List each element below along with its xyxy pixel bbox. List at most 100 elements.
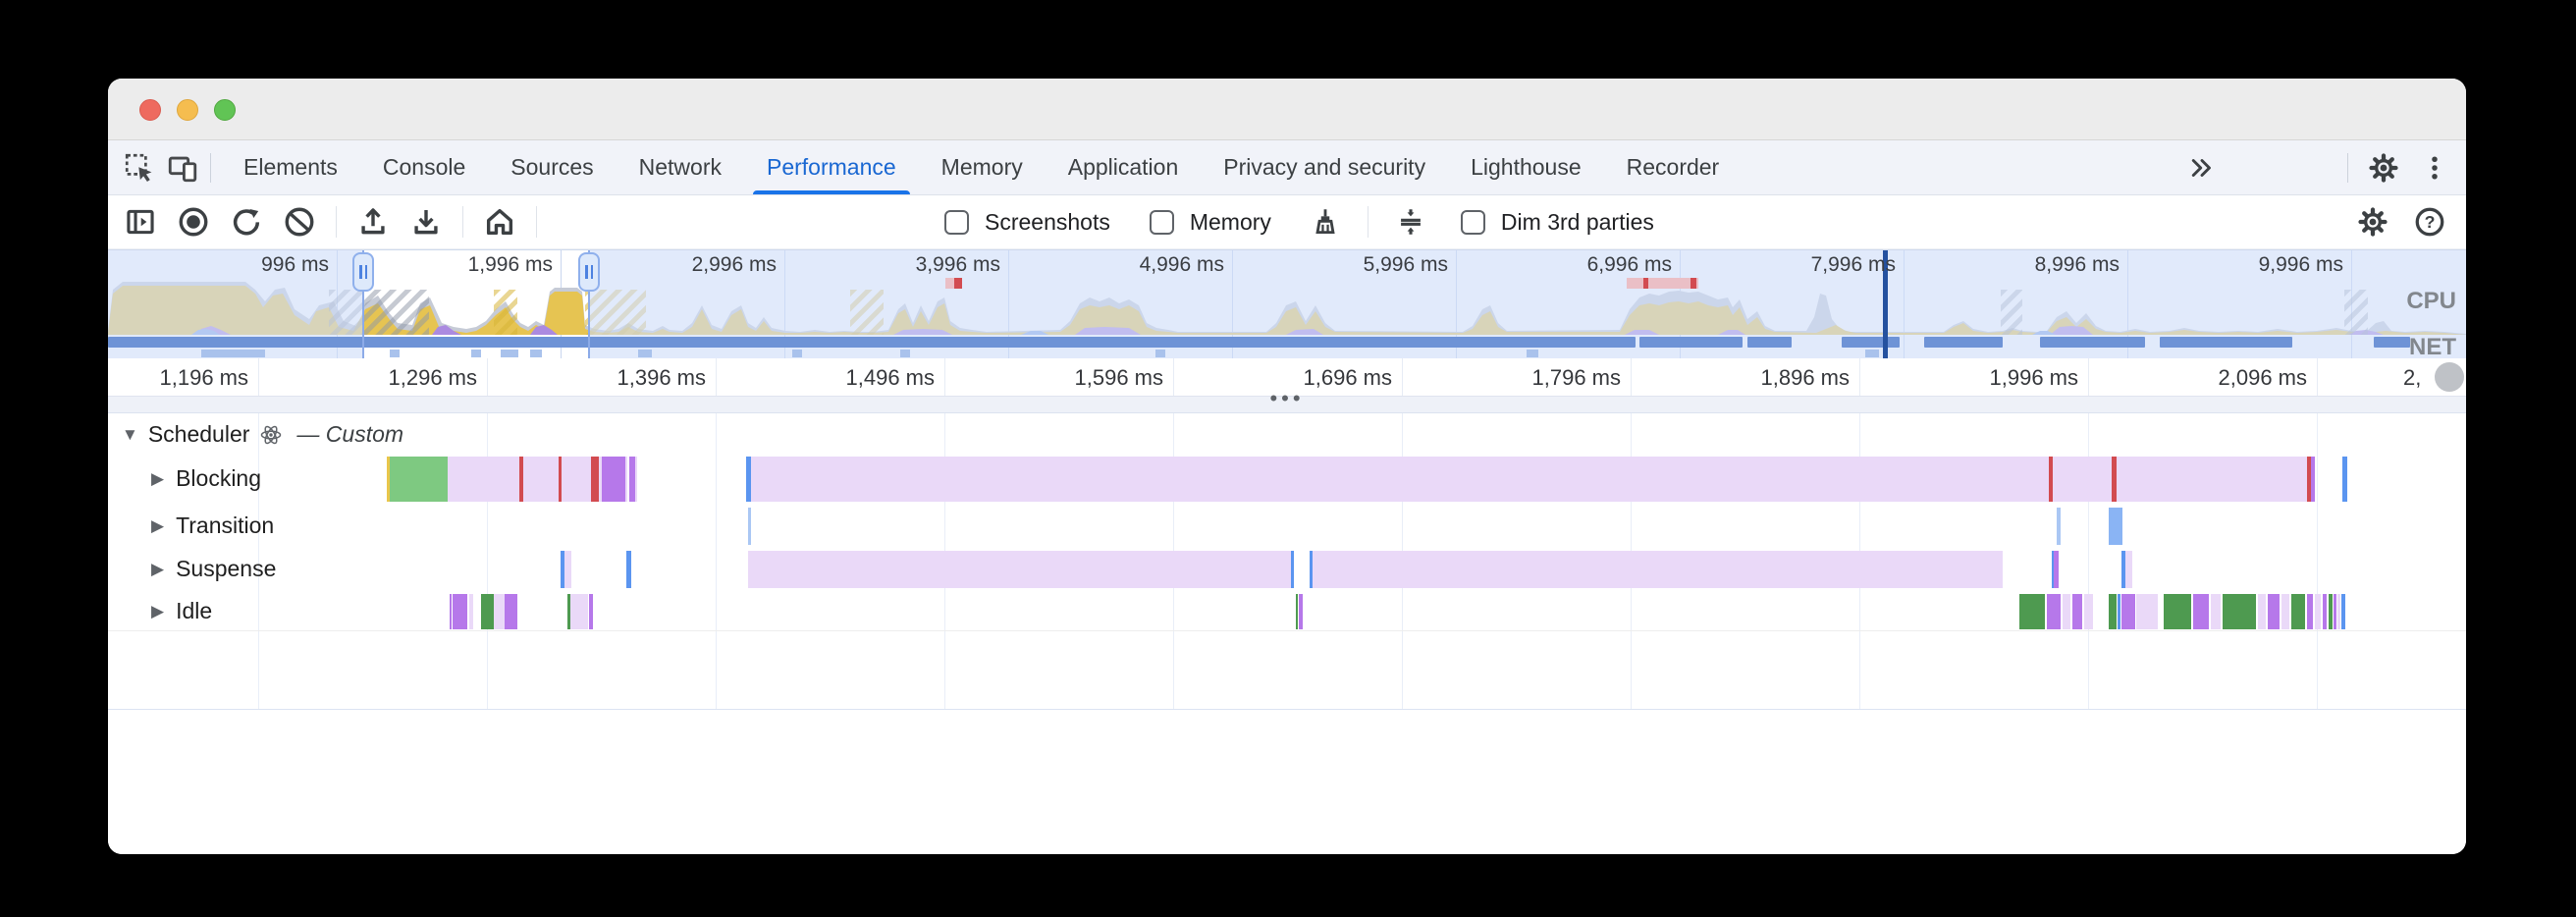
trace-segment: [2136, 594, 2158, 629]
trace-segment: [387, 457, 390, 502]
fit-view-icon[interactable]: [1394, 205, 1427, 239]
tab-lighthouse[interactable]: Lighthouse: [1471, 154, 1582, 180]
tab-elements[interactable]: Elements: [243, 154, 338, 180]
track-row-label-suspense[interactable]: ▶Suspense: [151, 556, 276, 582]
resizer-dots: •••: [1269, 386, 1305, 410]
selection-handle-line: [362, 250, 364, 358]
track-row-label-blocking[interactable]: ▶Blocking: [151, 465, 261, 492]
long-task-indicator: [945, 278, 954, 289]
track-bottom-line: [108, 630, 2466, 631]
net-activity-bar: [1639, 337, 1743, 348]
expand-arrow-icon[interactable]: ▶: [151, 468, 165, 488]
toolbar-divider: [336, 206, 337, 238]
playhead-marker[interactable]: [1883, 250, 1888, 358]
trace-segment: [1299, 594, 1303, 629]
trace-segment: [1296, 594, 1298, 629]
trace-segment: [2342, 457, 2347, 502]
trace-segment: [2047, 594, 2061, 629]
tab-sources[interactable]: Sources: [510, 154, 594, 180]
track-gridline: [487, 413, 488, 709]
ruler-tick: [1402, 358, 1403, 396]
trace-segment: [2057, 508, 2061, 545]
track-group-header[interactable]: ▼ Scheduler — Custom: [122, 421, 403, 448]
help-icon[interactable]: ?: [2413, 205, 2446, 239]
maximize-window-button[interactable]: [214, 99, 236, 121]
trace-segment: [519, 457, 523, 502]
overview-tick-label: 9,996 ms: [2258, 253, 2343, 276]
clear-icon[interactable]: [283, 205, 316, 239]
trace-segment: [2121, 594, 2135, 629]
close-window-button[interactable]: [139, 99, 161, 121]
ruler-tick: [1173, 358, 1174, 396]
tracks-area[interactable]: ▼ Scheduler — Custom ▶Blocking ▶Transitio…: [108, 413, 2466, 710]
long-task-indicator: [954, 278, 962, 289]
overview-tick-label: 7,996 ms: [1810, 253, 1896, 276]
tab-network[interactable]: Network: [638, 154, 722, 180]
track-row-label-transition[interactable]: ▶Transition: [151, 512, 274, 539]
ruler-tick: [716, 358, 717, 396]
reload-record-icon[interactable]: [230, 205, 263, 239]
capture-settings-gear-icon[interactable]: [2356, 205, 2389, 239]
track-row-label-idle[interactable]: ▶ Idle: [151, 598, 212, 624]
net-activity-bar: [2040, 337, 2145, 348]
ruler-label: 1,996 ms: [1989, 365, 2079, 390]
more-tabs-icon[interactable]: [2184, 150, 2220, 186]
trace-segment: [2118, 594, 2120, 629]
screenshots-checkbox[interactable]: [944, 209, 969, 235]
track-group-name: Scheduler: [147, 421, 250, 447]
dim-3rd-parties-checkbox[interactable]: [1460, 209, 1485, 235]
net-activity-bar: [108, 337, 1636, 348]
expand-arrow-icon[interactable]: ▶: [151, 559, 165, 578]
net-request-bar: [1527, 350, 1538, 357]
overview-tick-label: 8,996 ms: [2034, 253, 2120, 276]
collect-garbage-icon[interactable]: [1309, 205, 1342, 239]
trace-segment: [564, 551, 571, 588]
net-request-bar: [471, 350, 481, 357]
settings-gear-icon[interactable]: [2366, 150, 2401, 186]
download-profile-icon[interactable]: [409, 205, 443, 239]
home-icon[interactable]: [483, 205, 516, 239]
record-icon[interactable]: [177, 205, 210, 239]
inspect-element-icon[interactable]: [122, 150, 157, 186]
minimize-window-button[interactable]: [177, 99, 198, 121]
tab-console[interactable]: Console: [382, 154, 466, 180]
screenshots-label: Screenshots: [985, 208, 1110, 235]
kebab-menu-icon[interactable]: [2417, 150, 2452, 186]
panel-resizer-handle[interactable]: •••: [108, 388, 2466, 413]
net-activity-bar: [2160, 337, 2292, 348]
trace-segment: [629, 457, 635, 502]
overview-tick-label: 1,996 ms: [467, 253, 553, 276]
selection-right-handle[interactable]: [578, 252, 600, 292]
ruler-tick: [2088, 358, 2089, 396]
net-request-bar: [638, 350, 652, 357]
tab-memory[interactable]: Memory: [940, 154, 1023, 180]
expand-arrow-icon[interactable]: ▶: [151, 515, 165, 535]
selection-left-handle[interactable]: [352, 252, 374, 292]
collapse-arrow-icon[interactable]: ▼: [122, 424, 138, 444]
tab-privacy-and-security[interactable]: Privacy and security: [1223, 154, 1426, 180]
row-name: Idle: [176, 598, 213, 623]
net-activity-bar: [1842, 337, 1900, 348]
upload-profile-icon[interactable]: [356, 205, 390, 239]
memory-checkbox[interactable]: [1149, 209, 1174, 235]
trace-segment: [2281, 594, 2289, 629]
tab-application[interactable]: Application: [1067, 154, 1179, 180]
scrollbar-thumb[interactable]: [2435, 362, 2464, 392]
tab-performance[interactable]: Performance: [744, 140, 919, 194]
tabbar-right-divider: [2347, 152, 2348, 183]
ruler-label: 1,396 ms: [617, 365, 707, 390]
track-gridline: [716, 413, 717, 709]
trace-segment: [589, 594, 593, 629]
trace-segment: [748, 551, 1291, 588]
net-track-label: NET: [2409, 334, 2456, 358]
device-toolbar-icon[interactable]: [165, 150, 200, 186]
trace-segment: [602, 457, 625, 502]
expand-arrow-icon[interactable]: ▶: [151, 601, 165, 620]
overview-tick-label: 5,996 ms: [1363, 253, 1448, 276]
trace-segment: [505, 594, 517, 629]
tab-recorder[interactable]: Recorder: [1626, 154, 1720, 180]
overview-tick-label: 6,996 ms: [1586, 253, 1672, 276]
show-sidebar-icon[interactable]: [124, 205, 157, 239]
net-request-bar: [201, 350, 265, 357]
